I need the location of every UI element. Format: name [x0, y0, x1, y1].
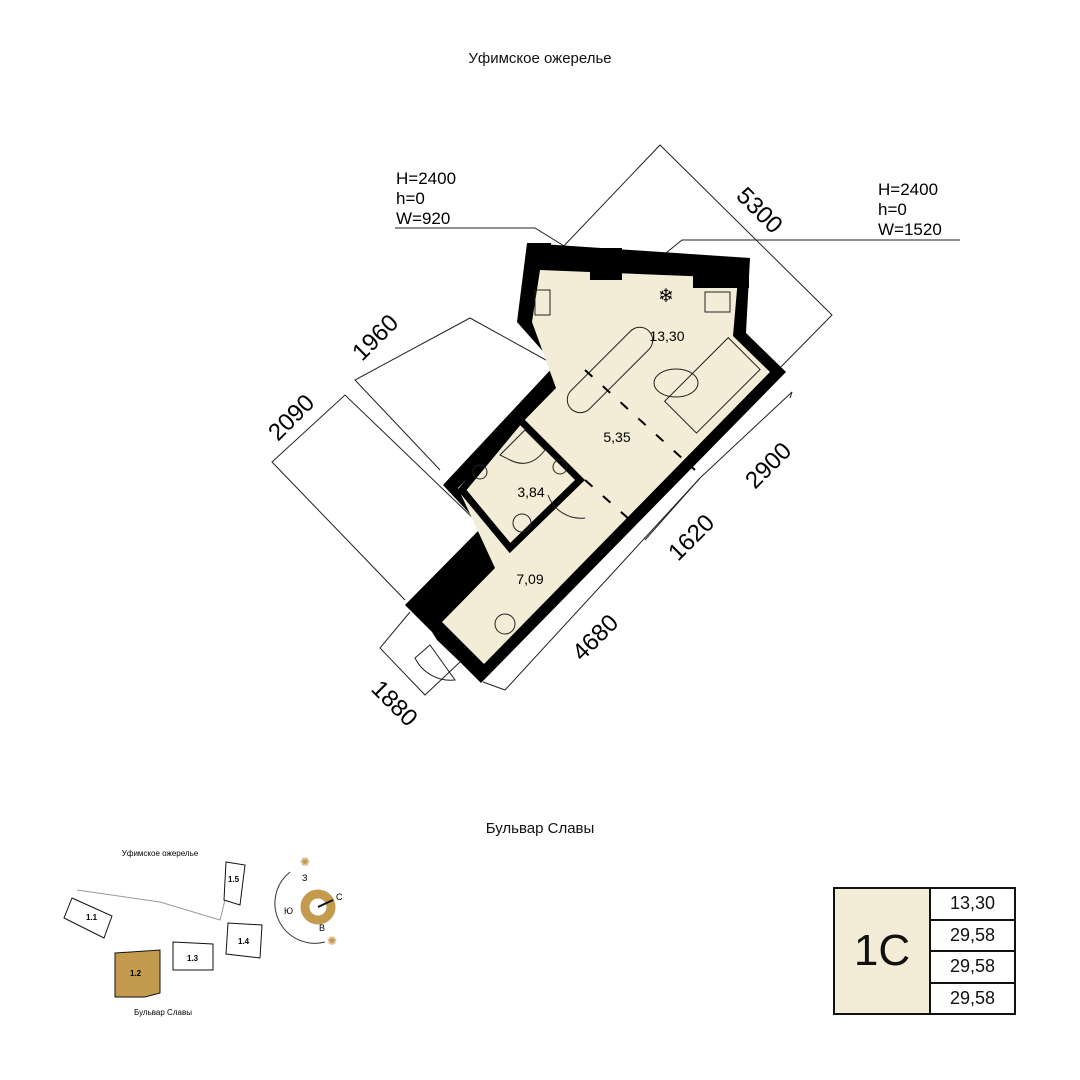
section-1-5: 1.5 [228, 875, 240, 884]
zone-divider-2 [584, 479, 631, 521]
compass-needle [317, 899, 334, 908]
street-bottom-label: Бульвар Славы [485, 820, 595, 837]
dim-2900: 2900 [740, 437, 797, 494]
compass: ✺ ✺ З С Ю В [274, 855, 343, 948]
room-area-kitchen: 5,35 [603, 429, 630, 445]
floor-area [442, 270, 770, 664]
summary-value: 29,58 [931, 952, 1014, 984]
window-h: H=2400 [878, 180, 938, 199]
site-minimap: Уфимское ожерелье Бульвар Славы 1.1 1.2 … [63, 849, 263, 1017]
room-area-living: 13,30 [649, 328, 684, 344]
dim-5300: 5300 [731, 182, 788, 239]
wall-pillars [527, 243, 749, 288]
section-1-1: 1.1 [86, 913, 98, 922]
compass-west: З [302, 873, 307, 883]
sun-icon: ✺ [300, 855, 310, 869]
summary-value: 29,58 [949, 987, 996, 1008]
street-top-label: Уфимское ожерелье [468, 50, 612, 67]
apartment-summary-table: 1С 13,30 29,58 29,58 29,58 [833, 887, 1016, 1015]
room-area-hall: 7,09 [516, 571, 543, 587]
compass-south: Ю [284, 906, 293, 916]
window-w: W=920 [396, 209, 450, 228]
window-w: W=1520 [878, 220, 942, 239]
snowflake-icon: ❄ [658, 286, 674, 307]
furniture [414, 289, 761, 681]
dim-4680: 4680 [567, 609, 624, 666]
summary-value: 29,58 [931, 921, 1014, 952]
window-hl: h=0 [878, 200, 907, 219]
room-area-bath: 3,84 [517, 484, 544, 500]
section-1-4: 1.4 [238, 937, 250, 946]
section-1-3: 1.3 [187, 954, 199, 963]
minimap-top-street: Уфимское ожерелье [122, 849, 199, 858]
dim-2090: 2090 [263, 389, 320, 446]
window-spec-left: H=2400 h=0 W=920 [396, 169, 456, 228]
sun-icon: ✺ [327, 934, 337, 948]
minimap-bottom-street: Бульвар Славы [134, 1008, 192, 1017]
compass-east: В [319, 923, 325, 933]
zone-divider [584, 369, 696, 471]
compass-north: С [336, 892, 343, 902]
window-h: H=2400 [396, 169, 456, 188]
summary-value: 13,30 [931, 889, 1014, 921]
window-hl: h=0 [396, 189, 425, 208]
compass-ring [300, 889, 336, 925]
dim-1620: 1620 [663, 509, 720, 566]
apartment-type: 1С [835, 889, 931, 1013]
section-1-2: 1.2 [130, 969, 142, 978]
window-spec-right: H=2400 h=0 W=1520 [878, 180, 942, 239]
